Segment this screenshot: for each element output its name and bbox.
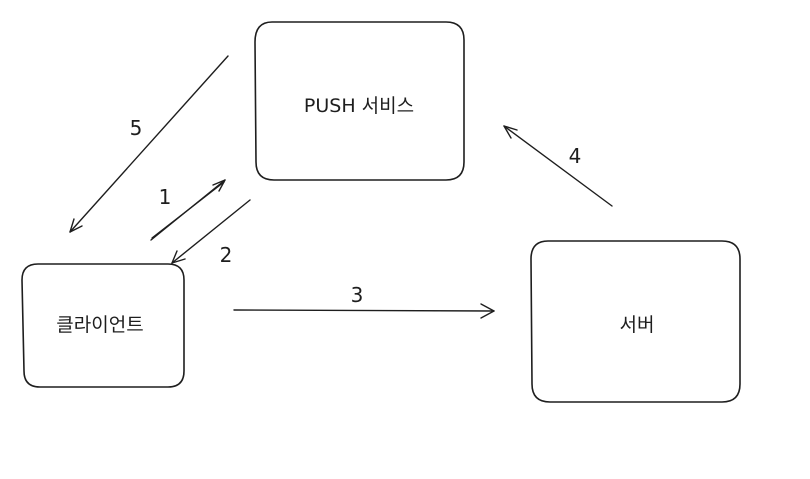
client-box [21, 263, 185, 388]
push-service-label: PUSH 서비스 [304, 95, 414, 117]
edge-5-label: 5 [130, 116, 143, 140]
push-service-box [254, 21, 465, 181]
edge-2-arrow: 2 [171, 199, 251, 267]
edge-3-label: 3 [351, 283, 364, 307]
edge-3-arrow: 3 [233, 283, 495, 319]
edge-5-arrow: 5 [69, 55, 229, 233]
edge-4-arrow: 4 [503, 125, 613, 207]
edge-2-label: 2 [220, 243, 233, 267]
node-server: 서버 [530, 240, 741, 403]
server-label: 서버 [620, 314, 655, 336]
server-box [530, 240, 741, 403]
edge-1-label: 1 [159, 185, 172, 209]
node-push-service: PUSH 서비스 [254, 21, 465, 181]
edge-4-label: 4 [569, 144, 582, 168]
node-client: 클라이언트 [21, 263, 185, 388]
edge-1-arrow: 1 [150, 179, 226, 241]
client-label: 클라이언트 [56, 314, 143, 336]
